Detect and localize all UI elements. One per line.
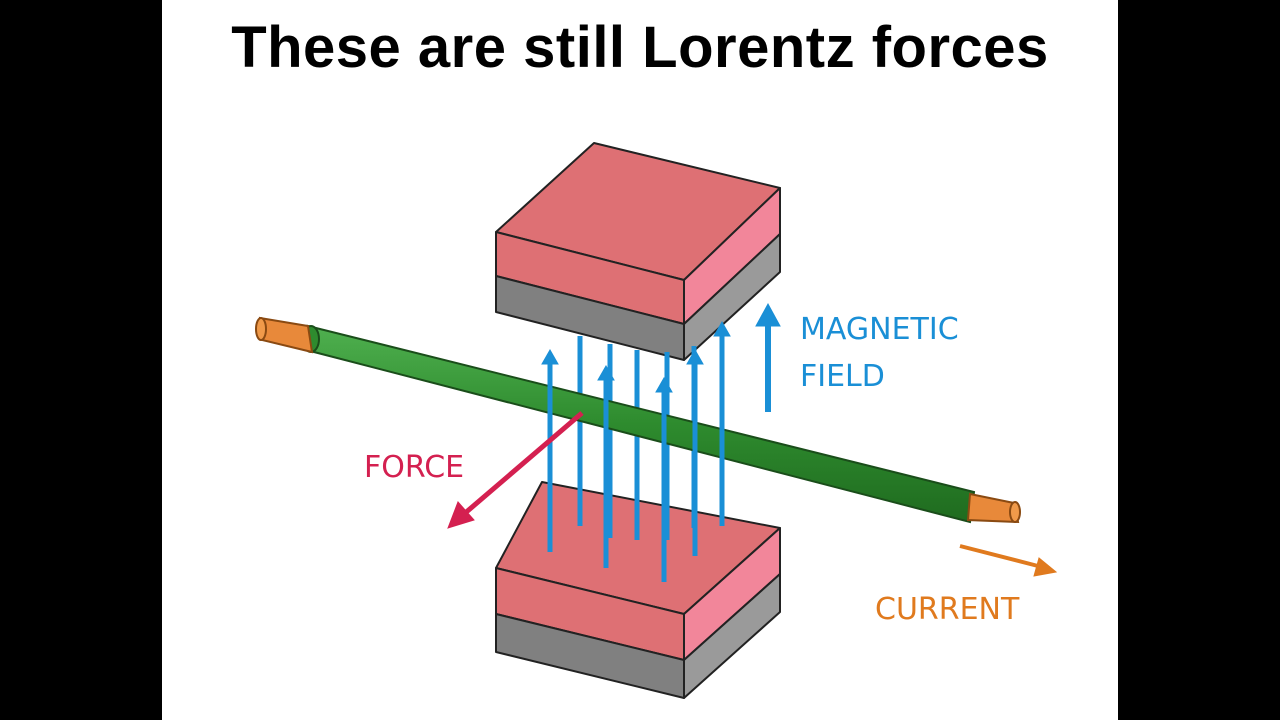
magnetic-field-label-line1: MAGNETIC <box>800 312 959 347</box>
force-label: FORCE <box>364 450 464 485</box>
top-magnet-side-gray <box>683 233 781 361</box>
arrow-down-left-icon <box>447 411 584 529</box>
magnetic-field-label-line2: FIELD <box>800 359 885 394</box>
arrow-right-icon <box>959 544 1058 577</box>
wire-body <box>306 324 976 524</box>
wire-left-tip <box>258 316 314 354</box>
current-wire <box>255 316 1021 524</box>
slide: These are still Lorentz forces <box>162 0 1118 720</box>
arrow-up-icon <box>755 302 781 412</box>
wire-right-tip-end <box>1009 501 1021 523</box>
field-arrowhead <box>541 348 559 365</box>
field-arrowhead <box>713 320 731 337</box>
field-arrowhead <box>597 364 615 381</box>
field-arrowhead <box>655 376 673 393</box>
top-magnet <box>495 142 781 361</box>
lorentz-force-diagram: MAGNETIC FIELD FORCE CURRENT <box>255 142 1058 699</box>
bottom-magnet <box>495 481 781 699</box>
wire-right-tip <box>966 492 1020 524</box>
bottom-magnet-side-gray <box>683 573 781 699</box>
slide-title: These are still Lorentz forces <box>231 15 1049 80</box>
field-lines-front <box>541 320 731 582</box>
field-arrowhead <box>686 348 704 365</box>
wire-left-tip-end <box>255 317 267 341</box>
current-label: CURRENT <box>875 592 1020 627</box>
